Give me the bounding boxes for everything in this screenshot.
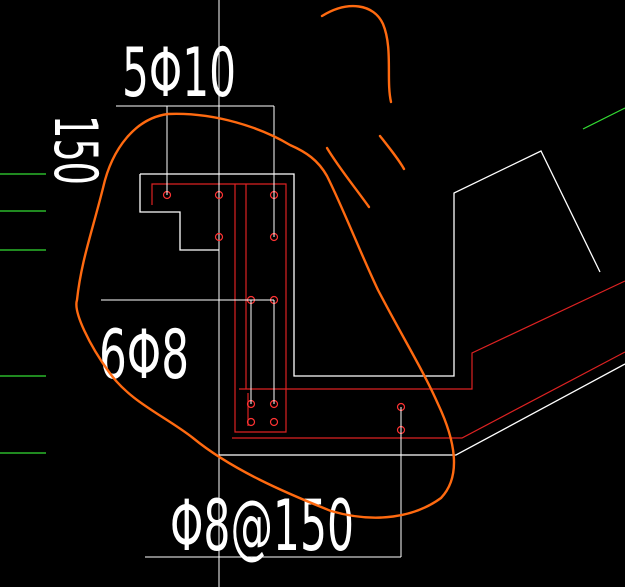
bar-marker (214, 232, 224, 242)
stirrup-label: Φ8@150 (170, 485, 354, 567)
leader-lines (101, 105, 402, 558)
side-rebar-label: 6Φ8 (99, 316, 189, 395)
concrete-outline (139, 150, 625, 456)
top-rebar-label: 5Φ10 (122, 34, 236, 113)
markup-annotation (75, 4, 456, 519)
rebar-lines (151, 183, 625, 439)
bar-marker (246, 417, 256, 427)
grid-ticks (0, 107, 625, 454)
left-edge-label: 150 (40, 115, 110, 185)
rebar-bars (162, 190, 406, 435)
bar-marker (269, 417, 279, 427)
